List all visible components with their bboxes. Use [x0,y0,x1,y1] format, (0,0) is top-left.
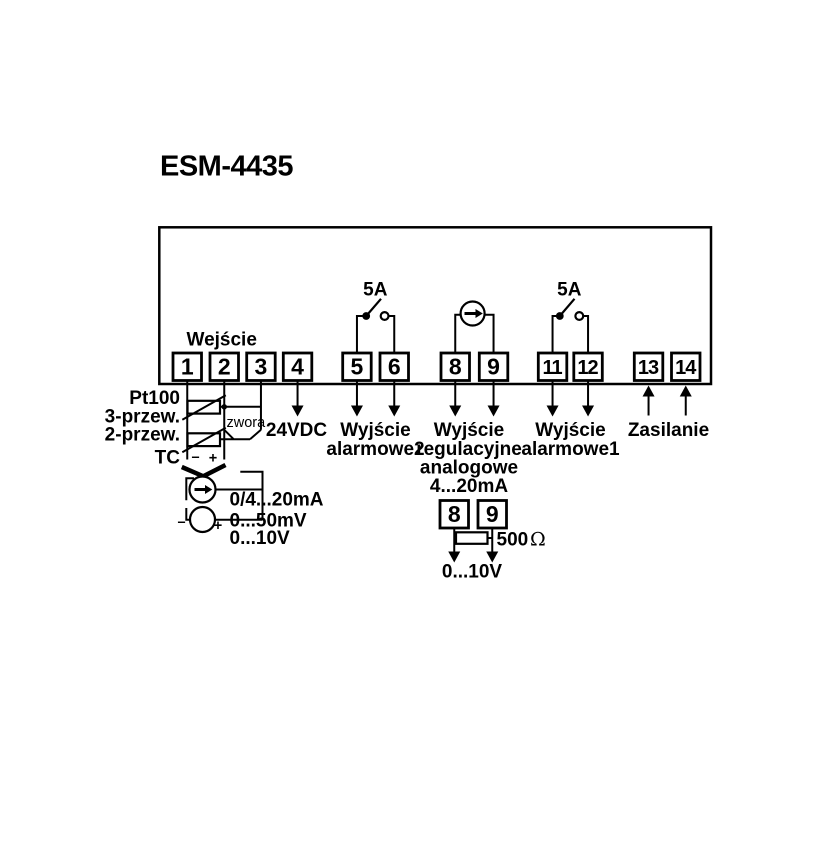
terminal-box-4: 4 [281,351,314,382]
mv-source-icon [188,505,217,534]
relay-switch-alarm1: 5A [551,280,590,353]
sensor-label-2wire: 2-przew. [105,425,180,446]
terminal-box-13: 13 [632,351,665,382]
rtd-symbol-3wire [181,394,227,421]
terminal-box-6: 6 [378,351,410,382]
ma-arrow-icon [205,485,213,494]
caption-alarm1-line2: alarmowe1 [521,439,620,460]
arrow-down-terminal-5 [350,380,363,417]
tc-plus-sign: + [209,451,217,467]
range-label-mv: 0...50mV [230,511,307,532]
input-section-label: Wejście [186,330,256,351]
caption-alarm1-line1: Wyjście [535,420,605,441]
terminal-number: 14 [675,357,697,379]
resistor-unit-label: Ω [530,529,546,551]
caption-analog-line2: regulacyjne [416,439,522,460]
rtd-symbol-2wire [181,426,227,454]
terminal-number: 9 [487,354,500,380]
relay-rating-label: 5A [557,280,582,301]
current-arrow-icon [475,309,483,318]
terminal-box-9: 9 [477,351,510,382]
arrow-up-terminal-13 [642,385,655,416]
caption-analog-output: Wyjście regulacyjne analogowe 4...20mA [416,420,522,497]
terminal-box-2: 2 [208,351,240,382]
terminal-number: 12 [577,357,598,379]
connection-arrows [291,380,692,417]
caption-supply: Zasilanie [628,420,709,441]
caption-power: 24VDC [266,420,328,441]
terminal-box-3: 3 [245,351,277,382]
caption-alarm1: Wyjście alarmowe1 [521,420,620,460]
terminal-number: 2 [218,354,231,380]
resistor-value-label: 500 [497,530,529,551]
arrow-down-output-9 [486,551,499,563]
terminal-box-11: 11 [536,351,569,382]
caption-analog-line3: analogowe [420,458,518,479]
voltage-output-range-label: 0...10V [442,562,503,583]
switch-open-contact-icon [379,311,390,322]
arrow-down-terminal-6 [388,380,401,417]
terminal-number: 4 [291,354,304,380]
terminal-box-9-alt: 9 [476,499,508,530]
terminal-number: 13 [638,357,659,379]
terminal-number: 5 [351,354,364,380]
caption-alarm2-line1: Wyjście [340,420,410,441]
arrow-down-terminal-8 [449,380,462,417]
terminal-number: 6 [388,354,401,380]
terminal-number: 1 [181,354,194,380]
switch-contact-icon [555,312,564,320]
jumper-symbol [220,429,262,441]
junction-dot [221,404,227,410]
page-title: ESM-4435 [160,151,293,183]
relay-switch-alarm2: 5A [355,280,396,353]
terminal-strip: 1 2 3 4 5 6 8 9 [171,351,702,382]
switch-contact-icon [362,312,371,320]
range-label-ma: 0/4...20mA [230,490,324,511]
range-label-v: 0...10V [230,528,291,549]
terminal-box-14: 14 [670,351,702,382]
arrow-down-terminal-4 [291,380,304,417]
current-source-analog-output [454,300,495,353]
terminal-number: 11 [542,357,562,379]
device-outline [158,226,713,386]
caption-alarm2-line2: alarmowe2 [326,439,424,460]
caption-alarm2: Wyjście alarmowe2 [326,420,424,460]
terminal-number: 8 [448,501,461,527]
terminal-box-8-alt: 8 [438,499,470,530]
ma-source [185,470,264,520]
terminal-box-5: 5 [341,351,373,382]
terminal-box-8: 8 [439,351,471,382]
jumper-label: zwora [227,415,267,431]
terminal-number: 9 [486,501,499,527]
voltage-output-option: 8 9 500 Ω 0...10V [438,499,546,583]
arrow-down-output-8 [448,551,461,563]
mv-plus-sign: + [214,518,222,534]
tc-minus-sign: – [191,450,199,466]
switch-open-contact-icon [574,311,585,322]
terminal-box-1: 1 [171,351,203,382]
caption-analog-line1: Wyjście [434,420,504,441]
mv-source: – + [177,505,263,534]
relay-rating-label: 5A [363,280,388,301]
caption-analog-line4: 4...20mA [430,476,508,497]
terminal-number: 8 [449,354,462,380]
sensor-label-tc: TC [155,448,181,469]
arrow-down-terminal-12 [582,380,595,417]
mv-minus-sign: – [177,515,185,531]
sensor-label-3wire: 3-przew. [105,407,180,428]
sensor-label-pt100: Pt100 [129,388,180,409]
terminal-number: 3 [255,354,268,380]
thermocouple-symbol [180,462,227,479]
terminal-box-12: 12 [572,351,604,382]
arrow-up-terminal-14 [679,385,692,416]
input-wiring: zwora – + – + [177,380,267,534]
resistor-symbol [454,531,493,545]
arrow-down-terminal-9 [487,380,500,417]
arrow-down-terminal-11 [546,380,559,417]
